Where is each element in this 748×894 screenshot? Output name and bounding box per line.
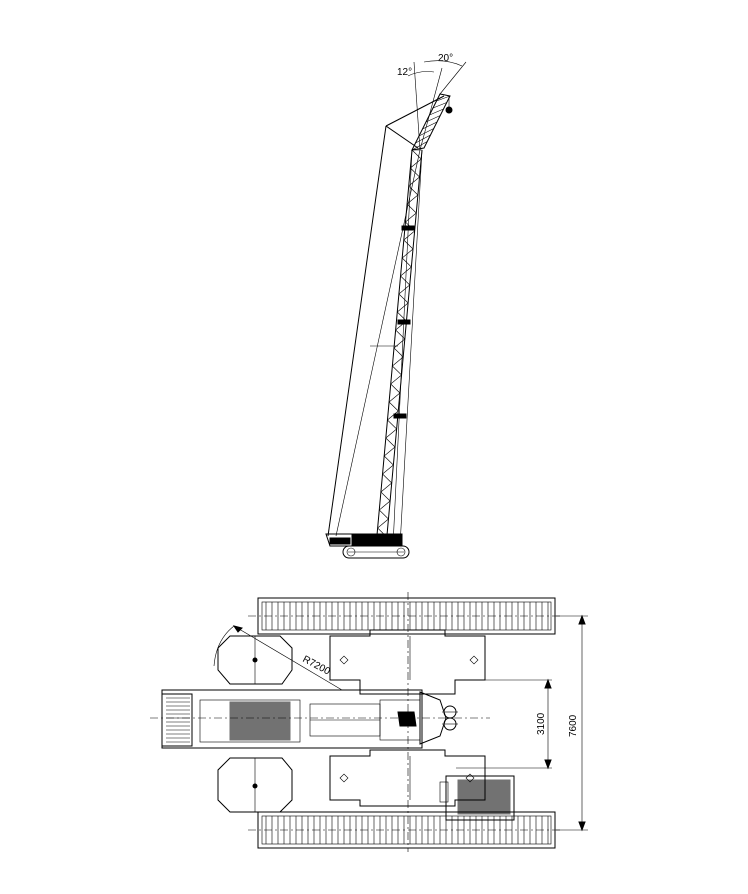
angle-small-label: 12°: [397, 67, 412, 78]
plan-view: R7200 3100 7600: [150, 592, 588, 852]
counterweight-side: [325, 533, 353, 547]
counterweight-bottom: [217, 757, 293, 813]
superstructure-plan: [161, 689, 458, 749]
mast-backstay: [327, 125, 387, 537]
counterweight-top: [217, 635, 293, 685]
angle-dimensions: 12° 20°: [397, 53, 467, 151]
engine-block: [229, 701, 291, 741]
main-boom: [375, 149, 423, 547]
boom-pendant: [335, 149, 421, 537]
operator-cab: [439, 775, 515, 821]
outer-width-label: 7600: [568, 714, 579, 737]
inner-width-label: 3100: [536, 712, 547, 735]
side-elevation: 12° 20°: [325, 53, 467, 559]
winch-hub: [397, 711, 417, 727]
radius-label: R7200: [301, 654, 333, 678]
width-dimensions: 3100 7600: [456, 614, 588, 832]
angle-large-label: 20°: [438, 53, 453, 64]
